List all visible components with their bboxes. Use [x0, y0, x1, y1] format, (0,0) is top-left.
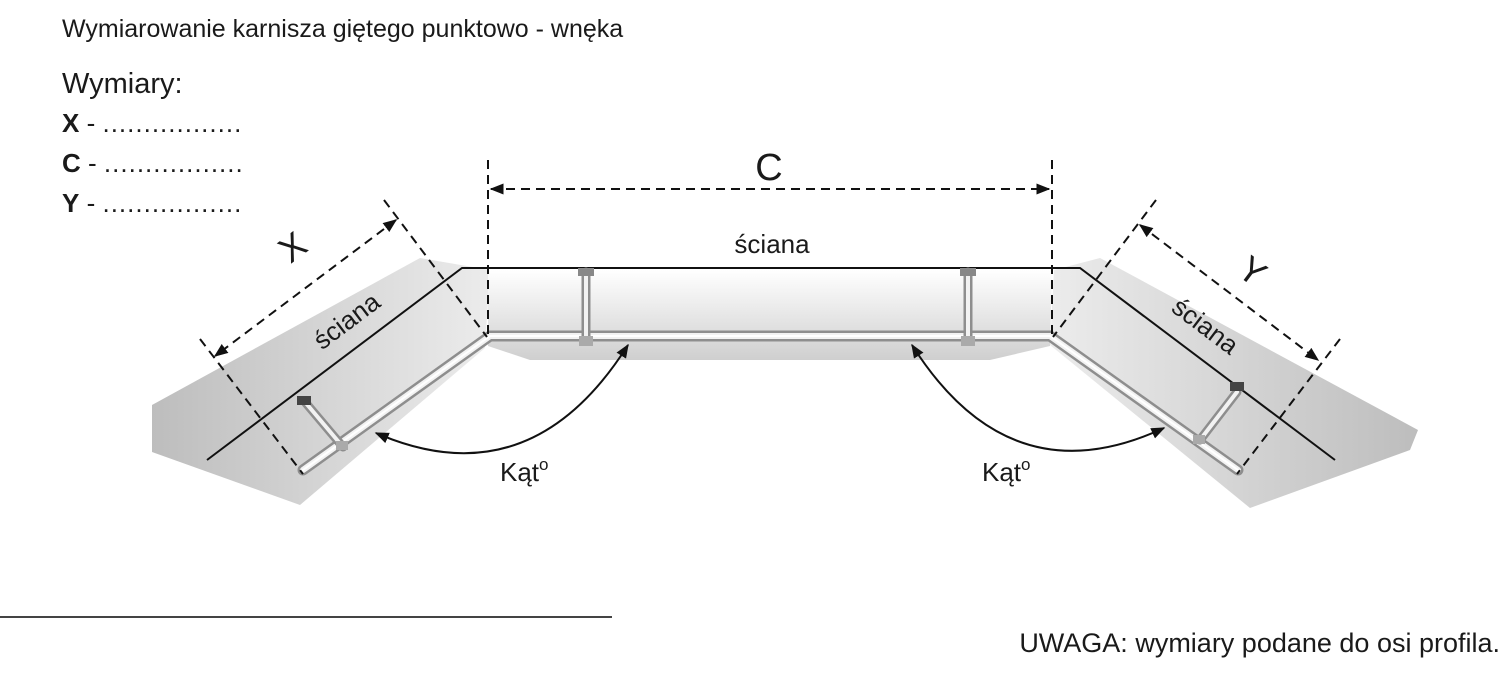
- dimension-y-marker: [1052, 199, 1341, 475]
- dimension-c-row: C - .................: [62, 148, 244, 179]
- dimension-c-key: C: [62, 148, 81, 178]
- niche-shade-left: [152, 258, 490, 505]
- signature-line: [0, 616, 612, 618]
- dimension-y-label: Y: [1231, 247, 1275, 294]
- wall-outline: [206, 267, 1336, 461]
- rod-bracket-center-right: [960, 267, 976, 346]
- wall-label-center: ściana: [734, 229, 810, 259]
- rod-bracket-left: [297, 396, 348, 452]
- rod-bracket-right: [1193, 382, 1244, 445]
- angle-arc-left: [374, 343, 629, 455]
- dimension-c-label: C: [755, 147, 782, 189]
- angle-label-right: Kąto: [982, 455, 1031, 487]
- angle-arc-right: [911, 343, 1166, 452]
- rod-bracket-center-left: [578, 267, 594, 346]
- dimension-x-label: X: [271, 223, 315, 270]
- page-title: Wymiarowanie karnisza giętego punktowo -…: [62, 15, 624, 43]
- dimension-c-marker: [487, 160, 1053, 336]
- dimension-x-marker: [199, 199, 488, 475]
- dimension-y-separator: -: [86, 188, 96, 218]
- dimension-y-row: Y - .................: [62, 188, 242, 219]
- dimension-x-blank: .................: [102, 108, 243, 138]
- dimension-x-key: X: [62, 108, 80, 138]
- note-text: UWAGA: wymiary podane do osi profila.: [1019, 628, 1500, 658]
- dimensions-heading: Wymiary:: [62, 68, 183, 100]
- dimension-x-separator: -: [86, 108, 96, 138]
- angle-label-left: Kąto: [500, 455, 549, 487]
- dimension-c-separator: -: [88, 148, 97, 178]
- dimension-c-blank: .................: [103, 148, 244, 178]
- dimension-x-row: X - .................: [62, 108, 242, 139]
- dimension-y-key: Y: [62, 188, 80, 218]
- dimension-y-blank: .................: [102, 188, 243, 218]
